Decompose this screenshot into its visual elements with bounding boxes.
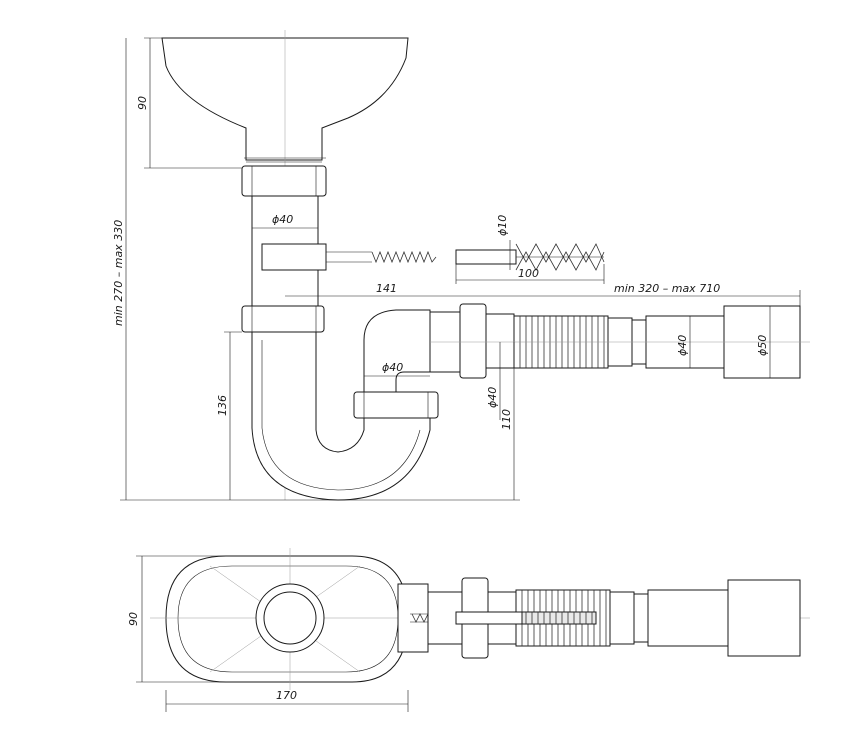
dimension-lines-plan bbox=[136, 555, 409, 712]
dimension-lines-front bbox=[120, 37, 801, 501]
u-bend-trap bbox=[251, 331, 431, 501]
dim-overall-height: min 270 – max 330 bbox=[112, 220, 125, 326]
dim-hose-outer-diameter: ϕ50 bbox=[756, 335, 769, 356]
middle-nut bbox=[241, 305, 325, 333]
screw-thread bbox=[371, 250, 437, 264]
top-nut bbox=[241, 165, 327, 197]
drain-inner bbox=[263, 591, 317, 645]
plan-outlet-sleeve bbox=[727, 579, 801, 657]
wall-anchor bbox=[455, 249, 517, 265]
dim-trap-diameter: ϕ40 bbox=[382, 361, 403, 374]
bend-nut bbox=[353, 391, 439, 419]
dim-hose-inner-diameter: ϕ40 bbox=[676, 335, 689, 356]
dim-trap-height: 136 bbox=[216, 395, 229, 416]
plan-anchor bbox=[455, 611, 523, 625]
front-view: 90 min 270 – max 330 ϕ40 ϕ10 100 141 min… bbox=[112, 30, 810, 501]
plan-hose-end-tube bbox=[647, 589, 729, 647]
screw-holder bbox=[261, 243, 327, 271]
dim-plan-length: 170 bbox=[276, 689, 297, 702]
dim-hose-length: min 320 – max 710 bbox=[614, 282, 720, 295]
dim-plan-width: 90 bbox=[127, 612, 140, 626]
dim-anchor-length: 100 bbox=[518, 267, 539, 280]
dim-bowl-height: 90 bbox=[136, 96, 149, 110]
dim-anchor-diameter: ϕ10 bbox=[496, 215, 509, 236]
dim-pipe-diameter: ϕ40 bbox=[272, 213, 293, 226]
plan-view: 90 170 bbox=[127, 548, 810, 712]
dim-outlet-height: 110 bbox=[500, 409, 513, 430]
outlet-nut bbox=[459, 303, 487, 379]
anchor-ribs bbox=[515, 243, 605, 271]
dim-outlet-diameter: ϕ40 bbox=[486, 387, 499, 408]
bend-upright bbox=[363, 309, 431, 393]
dim-screw-offset: 141 bbox=[376, 282, 397, 295]
